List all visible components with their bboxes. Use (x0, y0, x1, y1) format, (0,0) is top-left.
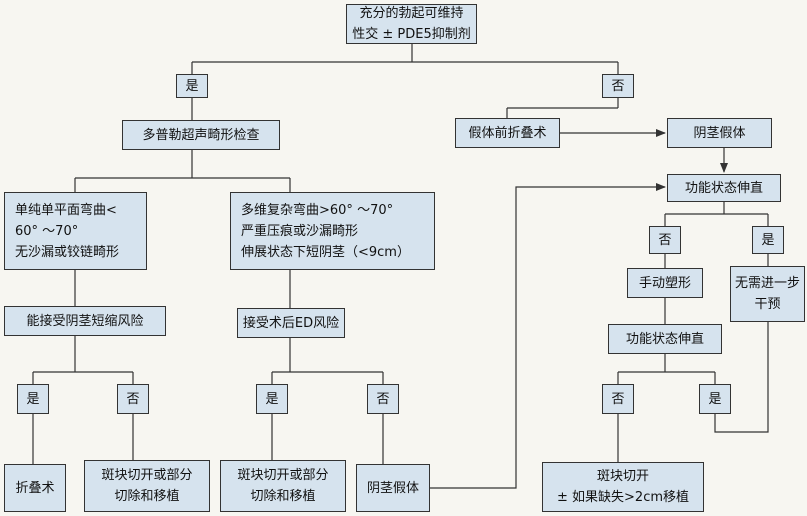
yes-label-a: 是 (17, 384, 49, 414)
no-label-a: 否 (117, 384, 149, 414)
plaque-incision-node: 斑块切开 ± 如果缺失>2cm移植 (542, 462, 704, 512)
no-label-top: 否 (602, 74, 634, 98)
doppler-exam-node: 多普勒超声畸形检查 (122, 120, 280, 150)
simple-curvature-node: 单纯单平面弯曲< 60° ～70° 无沙漏或铰链畸形 (4, 192, 147, 270)
prosthesis-plication-node: 假体前折叠术 (455, 118, 560, 148)
no-label-d: 否 (602, 384, 634, 414)
yes-label-top: 是 (176, 74, 208, 98)
root-node: 充分的勃起可维持 性交 ± PDE5抑制剂 (346, 4, 477, 44)
no-further-intervention-node: 无需进一步 干预 (730, 266, 805, 322)
functional-straight-node-2: 功能状态伸直 (608, 324, 722, 354)
yes-label-c: 是 (752, 226, 784, 254)
functional-straight-node-1: 功能状态伸直 (667, 174, 781, 202)
yes-label-d: 是 (699, 384, 731, 414)
no-label-b: 否 (367, 384, 399, 414)
no-label-c: 否 (649, 226, 681, 254)
accept-ed-risk-node: 接受术后ED风险 (237, 308, 345, 338)
yes-label-b: 是 (256, 384, 288, 414)
incision-graft-node-a: 斑块切开或部分 切除和移植 (84, 460, 210, 512)
complex-curvature-node: 多维复杂弯曲>60° ～70° 严重压痕或沙漏畸形 伸展状态下短阴茎（<9cm） (230, 192, 435, 270)
prosthesis-node: 阴茎假体 (667, 118, 772, 148)
manual-modeling-node: 手动塑形 (627, 268, 703, 298)
incision-graft-node-b: 斑块切开或部分 切除和移植 (220, 460, 346, 512)
prosthesis-node-b: 阴茎假体 (356, 464, 430, 512)
accept-shortening-node: 能接受阴茎短缩风险 (4, 306, 166, 336)
plication-node: 折叠术 (4, 464, 66, 512)
